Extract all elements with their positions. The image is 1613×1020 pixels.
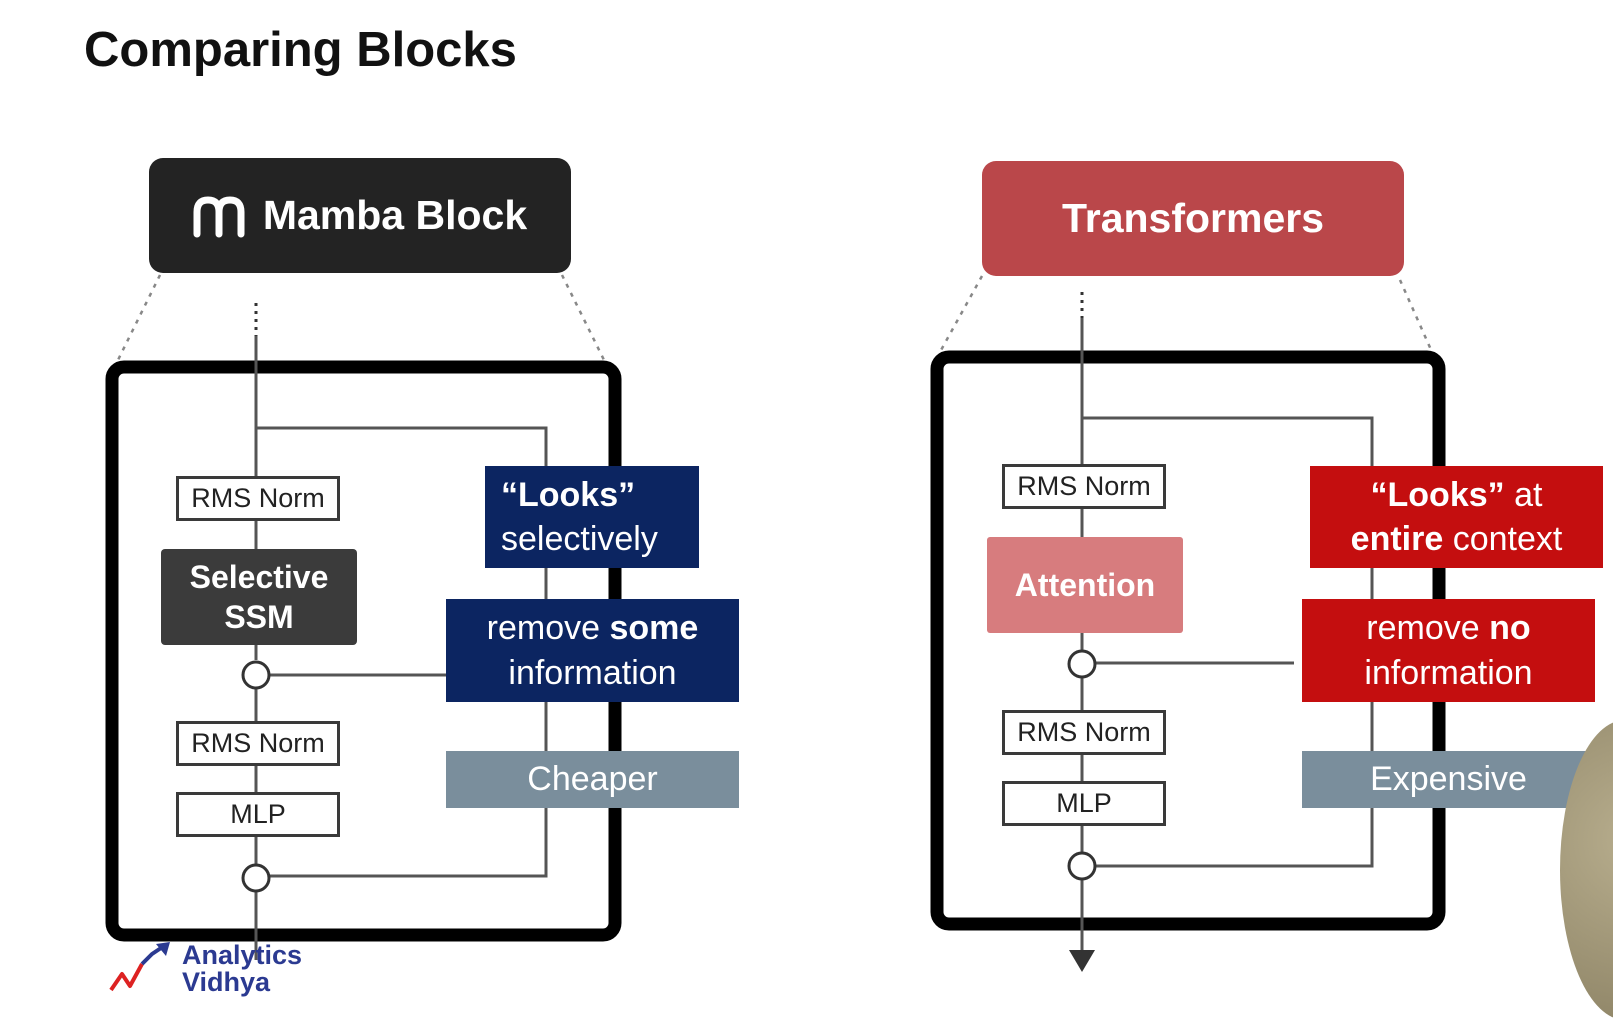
- mamba-looks-rest: selectively: [501, 520, 658, 558]
- brand-line2: Vidhya: [182, 967, 271, 997]
- transformer-looks-quote: “Looks”: [1370, 475, 1505, 514]
- mamba-rms-norm-top: RMS Norm: [176, 476, 340, 521]
- transformer-mlp: MLP: [1002, 781, 1166, 826]
- ssm-label-line1: Selective: [189, 559, 329, 595]
- transformer-remove-bold: no: [1489, 609, 1531, 648]
- trend-arrow-icon: [109, 942, 170, 992]
- mamba-block-header: Mamba Block: [149, 158, 571, 273]
- mamba-remove-suffix: information: [508, 653, 677, 692]
- mamba-looks-quote: “Looks”: [501, 475, 636, 514]
- mamba-rms-norm-bottom: RMS Norm: [176, 721, 340, 766]
- transformers-header-label: Transformers: [1061, 195, 1325, 241]
- transformers-header: Transformers: [982, 161, 1404, 276]
- transformer-looks-at: at: [1504, 475, 1543, 514]
- ssm-label-line2: SSM: [224, 599, 294, 635]
- mamba-cost-badge: Cheaper: [446, 751, 739, 808]
- brand-line1: Analytics: [182, 940, 303, 970]
- mamba-zoom-line-left: [116, 274, 162, 361]
- mamba-header-label: Mamba Block: [262, 192, 528, 238]
- transformer-attention: Attention: [987, 537, 1183, 633]
- mamba-looks-callout: “Looks” selectively: [485, 466, 699, 568]
- transformer-zoom-line-right: [1398, 279, 1434, 353]
- transformer-zoom-line-left: [938, 275, 984, 353]
- transformer-add-node-2: [1067, 851, 1097, 881]
- transformer-output-arrow: [1069, 950, 1095, 972]
- mamba-zoom-line-right: [560, 274, 606, 361]
- transformer-cost-badge: Expensive: [1302, 751, 1595, 808]
- mamba-remove-bold: some: [609, 609, 699, 648]
- brand-text: Analytics Vidhya: [182, 942, 302, 996]
- transformer-looks-rest: context: [1443, 520, 1563, 558]
- transformer-remove-suffix: information: [1364, 653, 1533, 692]
- mamba-add-node-2: [241, 863, 271, 893]
- transformer-looks-bold: entire: [1350, 520, 1444, 558]
- transformer-remove-callout: remove no information: [1302, 599, 1595, 702]
- mamba-remove-callout: remove some information: [446, 599, 739, 702]
- mamba-remove-prefix: remove: [486, 609, 610, 648]
- analytics-vidhya-watermark: Analytics Vidhya: [108, 942, 302, 996]
- transformer-looks-callout: “Looks” at entire context: [1310, 466, 1603, 568]
- mamba-add-node-1: [241, 660, 271, 690]
- transformer-add-node-1: [1067, 649, 1097, 679]
- mamba-mlp: MLP: [176, 792, 340, 837]
- page-title: Comparing Blocks: [84, 23, 517, 77]
- transformer-rms-norm-bottom: RMS Norm: [1002, 710, 1166, 755]
- mamba-logo-icon: [193, 195, 245, 237]
- transformer-remove-prefix: remove: [1366, 609, 1490, 648]
- transformer-rms-norm-top: RMS Norm: [1002, 464, 1166, 509]
